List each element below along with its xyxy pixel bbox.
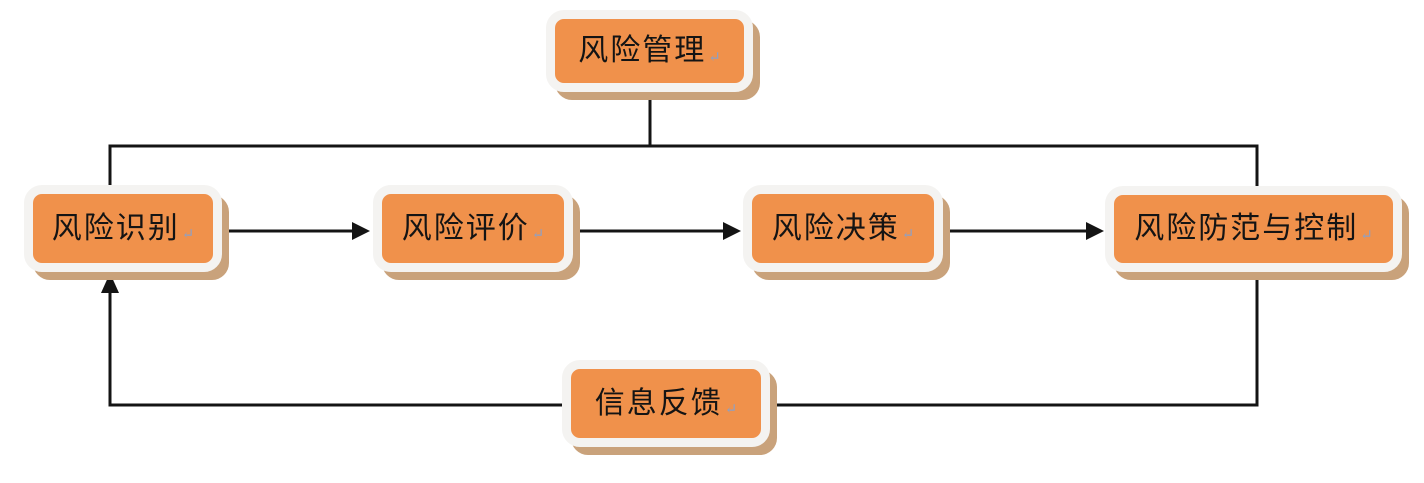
node-risk-decision: 风险决策↵	[743, 185, 943, 272]
node-label: 风险识别	[51, 210, 180, 246]
paragraph-return-mark: ↵	[181, 225, 195, 243]
node-label: 风险评价	[401, 210, 530, 246]
paragraph-return-mark: ↵	[708, 47, 721, 66]
node-label: 风险管理	[578, 33, 707, 68]
node-label: 风险防范与控制	[1134, 211, 1359, 246]
paragraph-return-mark: ↵	[901, 225, 915, 243]
flow-arrow-2-head	[723, 222, 741, 240]
paragraph-return-mark: ↵	[1360, 225, 1373, 244]
node-label: 信息反馈	[594, 385, 723, 421]
flow-arrow-3-head	[1086, 222, 1104, 240]
paragraph-return-mark: ↵	[724, 400, 738, 418]
node-risk-evaluation: 风险评价↵	[373, 185, 573, 272]
paragraph-return-mark: ↵	[531, 225, 545, 243]
node-risk-prevention-control: 风险防范与控制↵	[1105, 186, 1402, 272]
top-rail-line	[108, 144, 1259, 192]
node-risk-identification: 风险识别↵	[24, 185, 222, 272]
node-label: 风险决策	[771, 210, 900, 246]
node-risk-management: 风险管理↵	[546, 10, 753, 92]
feedback-arrow-head	[101, 273, 119, 293]
node-information-feedback: 信息反馈↵	[562, 360, 770, 447]
flow-arrow-1-head	[352, 222, 370, 240]
